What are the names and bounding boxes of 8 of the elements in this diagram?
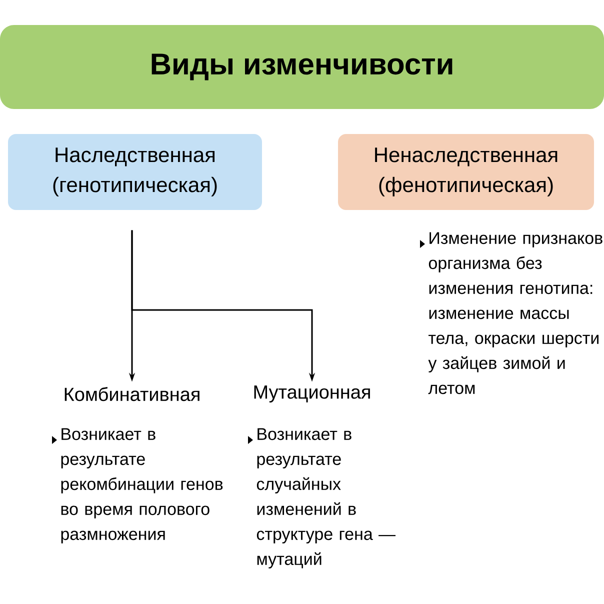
category-box: Ненаследственная (фенотипическая): [338, 134, 594, 210]
subtype-label: Комбинативная: [64, 386, 200, 402]
description-text: Возникает в результате рекомбинации генов во время полового размножения: [61, 428, 223, 544]
title-banner: Виды изменчивости: [0, 25, 604, 109]
description-text: Возникает в результате случайных изменений в структуре гена — мутаций: [256, 428, 396, 568]
description-text: Изменение признаков организма без изменения генотипа: изменение массы тела, окраски шерсти у зайцев зимой и летом: [428, 232, 602, 394]
subtype-label: Мутационная: [254, 386, 370, 402]
category-box: Наследственная (генотипическая): [8, 134, 262, 210]
